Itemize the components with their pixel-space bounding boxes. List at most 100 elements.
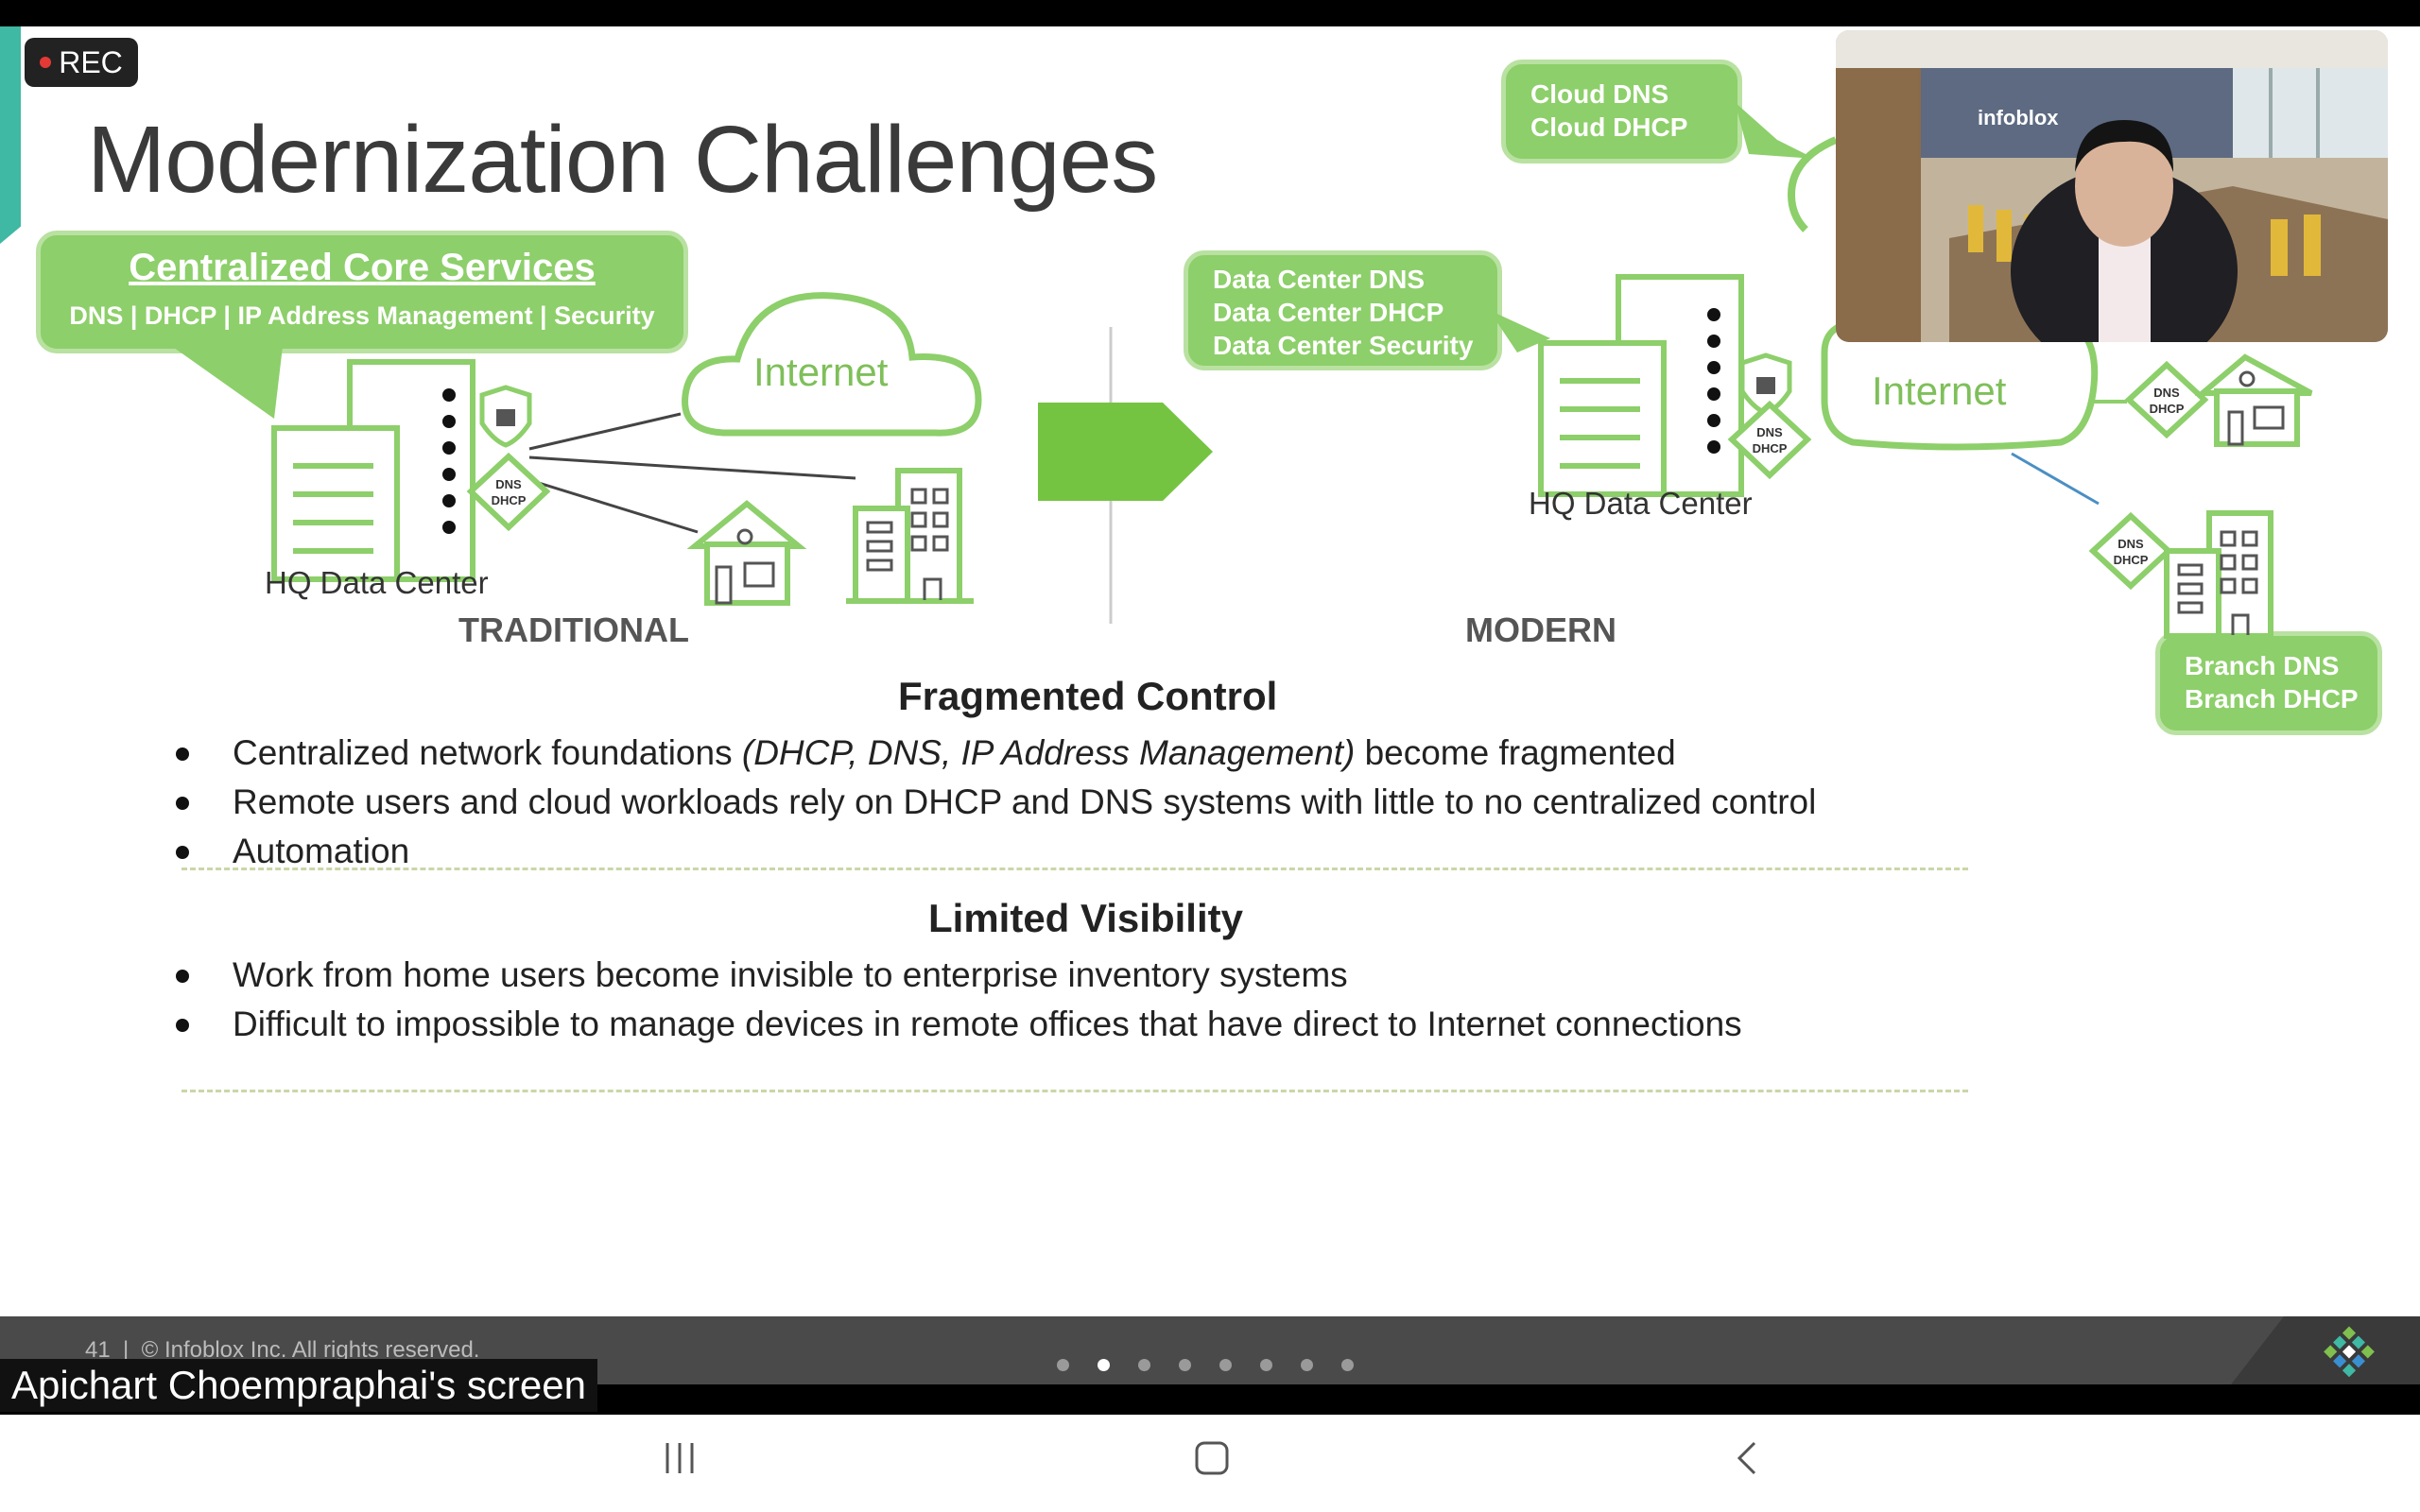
rec-dot-icon	[40, 57, 52, 68]
modern-server-rack-dots	[1707, 308, 1720, 454]
pager-dot[interactable]	[1301, 1359, 1313, 1371]
modern-home-icon	[2194, 353, 2313, 447]
server-rack-dots	[442, 388, 456, 534]
list-item-text: Difficult to impossible to manage device…	[233, 1005, 1742, 1043]
callout-subtitle: DNS | DHCP | IP Address Management | Sec…	[69, 301, 655, 330]
traditional-hq-label: HQ Data Center	[265, 565, 489, 600]
cloud-dns-dhcp-callout: Cloud DNS Cloud DHCP	[1501, 60, 1742, 163]
footer-copyright: © Infoblox Inc. All rights reserved.	[141, 1337, 480, 1363]
traditional-diagram: DNS DHCP	[161, 292, 1213, 624]
dc-callout-pointer	[1489, 310, 1550, 352]
link-line	[2011, 452, 2100, 506]
pager-dot[interactable]	[1219, 1359, 1232, 1371]
list-item-text: Centralized network foundations	[233, 733, 742, 772]
limited-visibility-heading: Limited Visibility	[928, 896, 1243, 940]
screen-share-label: Apichart Choempraphai's screen	[0, 1359, 597, 1412]
cloud-callout-line: Cloud DHCP	[1530, 112, 1688, 142]
lock-shield-icon	[479, 385, 532, 448]
pager-dot[interactable]	[1098, 1359, 1110, 1371]
modern-hq-building-icon	[1538, 274, 1744, 497]
cloud-hub-icon	[1787, 136, 1838, 232]
cloud-callout-line: Cloud DNS	[1530, 79, 1669, 109]
back-nav-icon[interactable]	[1728, 1435, 1766, 1483]
dns-dhcp-badge	[466, 452, 551, 532]
modern-diagram: DNS DHCP DNS DHCP DNS DHCP	[1489, 102, 2313, 639]
home-nav-icon[interactable]	[1191, 1435, 1233, 1483]
office-windows	[866, 488, 949, 600]
participant-video-tile[interactable]: infoblox	[1836, 30, 2388, 342]
bullet-dot	[176, 846, 189, 859]
list-item: Work from home users become invisible to…	[170, 951, 1742, 1000]
centralized-core-services-callout: Centralized Core Services DNS | DHCP | I…	[36, 231, 688, 353]
badge-dhcp-text: DHCP	[2150, 402, 2185, 416]
traditional-internet-label: Internet	[753, 350, 889, 394]
dc-callout-line: Data Center DHCP	[1213, 298, 1444, 327]
link-line	[528, 455, 856, 480]
modern-office-windows	[2177, 530, 2258, 635]
modern-section-label: MODERN	[1465, 610, 1616, 649]
branch-callout-line: Branch DHCP	[2185, 684, 2359, 713]
badge-dns-text: DNS	[2118, 537, 2144, 551]
modern-internet-label: Internet	[1872, 369, 2007, 413]
pager-dot[interactable]	[1057, 1359, 1069, 1371]
list-item: Centralized network foundations (DHCP, D…	[170, 729, 1816, 778]
branch-dns-dhcp-callout: Branch DNS Branch DHCP	[2155, 631, 2382, 735]
modern-dns-dhcp-badge	[1727, 400, 1812, 480]
branch-dns-dhcp-badge	[2088, 511, 2173, 591]
system-navigation-bar	[0, 1415, 2420, 1512]
list-item: Automation	[170, 827, 1816, 876]
callout-pointer	[161, 338, 284, 419]
data-center-callout: Data Center DNS Data Center DHCP Data Ce…	[1184, 250, 1502, 370]
list-item-text-tail: become fragmented	[1355, 733, 1676, 772]
dashed-separator	[182, 1090, 1968, 1092]
dc-callout-line: Data Center Security	[1213, 331, 1474, 360]
link-line	[528, 478, 699, 534]
modern-lock-shield-icon	[1739, 352, 1792, 416]
infoblox-logo-icon	[2324, 1326, 2375, 1378]
list-item-text: Automation	[233, 832, 410, 870]
dc-callout-line: Data Center DNS	[1213, 265, 1426, 294]
webcam-background-sign: infoblox	[1978, 106, 2059, 129]
fragmented-control-heading: Fragmented Control	[898, 674, 1278, 718]
list-item-text: Work from home users become invisible to…	[233, 955, 1348, 994]
bullet-dot	[176, 970, 189, 983]
recent-apps-icon[interactable]	[662, 1435, 700, 1483]
link-line	[528, 412, 682, 451]
cloud-callout-pointer	[1735, 102, 1815, 159]
home-dns-dhcp-badge	[2124, 360, 2209, 439]
badge-dhcp-text: DHCP	[492, 493, 527, 507]
pager-dot[interactable]	[1179, 1359, 1191, 1371]
branch-callout-line: Branch DNS	[2185, 651, 2340, 680]
badge-dhcp-text: DHCP	[2114, 553, 2149, 567]
bullet-dot	[176, 1019, 189, 1032]
home-icon	[686, 500, 807, 606]
slide-accent-strip	[0, 26, 21, 244]
slide-title: Modernization Challenges	[87, 107, 1158, 213]
pager-dot[interactable]	[1341, 1359, 1354, 1371]
recording-indicator: REC	[25, 38, 138, 87]
internet-cloud-icon	[682, 292, 982, 437]
participant-video	[1836, 30, 2388, 342]
top-status-bar	[0, 0, 2420, 26]
list-item-italic: (DHCP, DNS, IP Address Management)	[741, 733, 1356, 772]
slide-page-number: 41	[85, 1337, 111, 1363]
traditional-section-label: TRADITIONAL	[458, 610, 689, 649]
list-item-text: Remote users and cloud workloads rely on…	[233, 782, 1817, 821]
transition-arrow	[1038, 403, 1213, 501]
pager-dot[interactable]	[1260, 1359, 1272, 1371]
infoblox-logo	[2231, 1316, 2420, 1384]
badge-dns-text: DNS	[2153, 386, 2180, 400]
pager-dot[interactable]	[1138, 1359, 1150, 1371]
badge-dns-text: DNS	[495, 477, 522, 491]
callout-title: Centralized Core Services	[129, 247, 596, 288]
badge-dns-text: DNS	[1756, 425, 1783, 439]
list-item: Difficult to impossible to manage device…	[170, 1000, 1742, 1049]
badge-dhcp-text: DHCP	[1753, 441, 1788, 455]
bullet-dot	[176, 797, 189, 810]
branch-office-icon	[846, 468, 974, 604]
limited-visibility-list: Work from home users become invisible to…	[170, 951, 1742, 1049]
slide-pager[interactable]	[1057, 1359, 1354, 1371]
modern-hq-label: HQ Data Center	[1529, 486, 1753, 521]
fragmented-control-list: Centralized network foundations (DHCP, D…	[170, 729, 1816, 876]
rec-label: REC	[59, 44, 123, 79]
